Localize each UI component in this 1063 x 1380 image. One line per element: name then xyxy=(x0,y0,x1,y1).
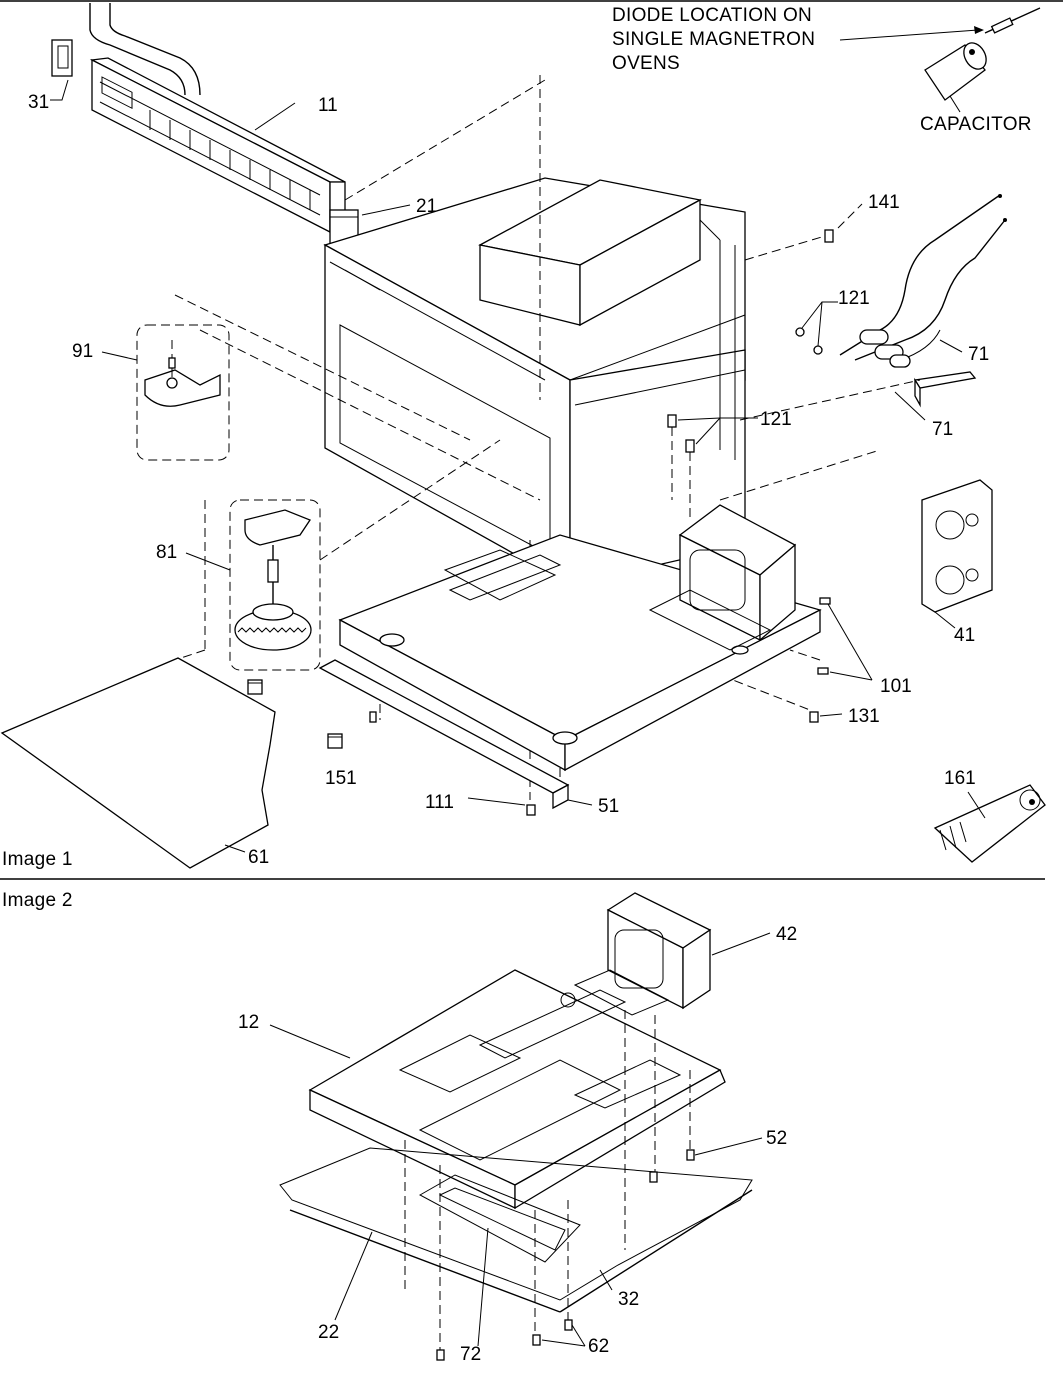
part-41-relay-board xyxy=(921,479,993,613)
label-part-71-upper: 71 xyxy=(968,344,989,365)
label-part-101: 101 xyxy=(880,676,912,697)
part-161-label-tag xyxy=(933,784,1046,863)
label-part-91: 91 xyxy=(72,341,93,362)
label-part-161: 161 xyxy=(944,768,976,789)
section-title-image2: Image 2 xyxy=(2,890,73,911)
part-101-screws xyxy=(817,597,831,675)
part-42-transformer xyxy=(573,892,712,1016)
part-72-inner-rail xyxy=(418,1174,581,1263)
label-part-21: 21 xyxy=(416,196,437,217)
part-141-screw xyxy=(824,229,834,243)
diode-note-line3: OVENS xyxy=(612,53,680,74)
part-31-switch xyxy=(51,39,73,77)
label-part-81: 81 xyxy=(156,542,177,563)
diode-note-line1: DIODE LOCATION ON xyxy=(612,5,812,26)
label-part-61: 61 xyxy=(248,847,269,868)
part-131-screw xyxy=(809,711,819,723)
label-part-71-lower: 71 xyxy=(932,419,953,440)
part-32-lower-frame xyxy=(279,1147,753,1313)
part-91-interlock-assembly xyxy=(136,324,230,461)
part-52-screws xyxy=(649,1149,695,1183)
label-part-111: 111 xyxy=(425,792,454,813)
label-part-52: 52 xyxy=(766,1128,787,1149)
part-81-stirrer-assembly xyxy=(229,499,321,671)
part-61-tray xyxy=(0,657,276,869)
label-part-121-upper: 121 xyxy=(838,288,870,309)
part-51-rail xyxy=(318,659,570,810)
label-part-11: 11 xyxy=(318,95,338,116)
label-part-42: 42 xyxy=(776,924,797,945)
part-cabinet-frame xyxy=(323,177,746,587)
label-part-41: 41 xyxy=(954,625,975,646)
section-title-image1: Image 1 xyxy=(2,849,73,870)
part-11-control-panel xyxy=(89,3,346,234)
capacitor-part xyxy=(924,42,987,101)
label-part-72: 72 xyxy=(460,1344,481,1365)
label-part-31: 31 xyxy=(28,92,49,113)
part-71-bracket xyxy=(913,371,977,408)
label-part-141: 141 xyxy=(868,192,900,213)
label-part-151: 151 xyxy=(325,768,357,789)
label-part-22: 22 xyxy=(318,1322,339,1343)
label-part-12: 12 xyxy=(238,1012,259,1033)
part-71-wiring-harness xyxy=(839,194,1007,368)
diode-note-line2: SINGLE MAGNETRON xyxy=(612,29,815,50)
part-151-foot xyxy=(247,679,343,749)
part-12-base-pan xyxy=(308,969,726,1210)
label-part-32: 32 xyxy=(618,1289,639,1310)
label-part-131: 131 xyxy=(848,706,880,727)
guide-lines-image2 xyxy=(404,1010,691,1350)
capacitor-label: CAPACITOR xyxy=(920,114,1032,135)
label-part-62: 62 xyxy=(588,1336,609,1357)
part-111-screw xyxy=(526,804,536,816)
part-transformer xyxy=(648,504,797,651)
label-part-51: 51 xyxy=(598,796,619,817)
part-62-screws xyxy=(436,1319,573,1361)
diode-part xyxy=(984,7,1041,34)
